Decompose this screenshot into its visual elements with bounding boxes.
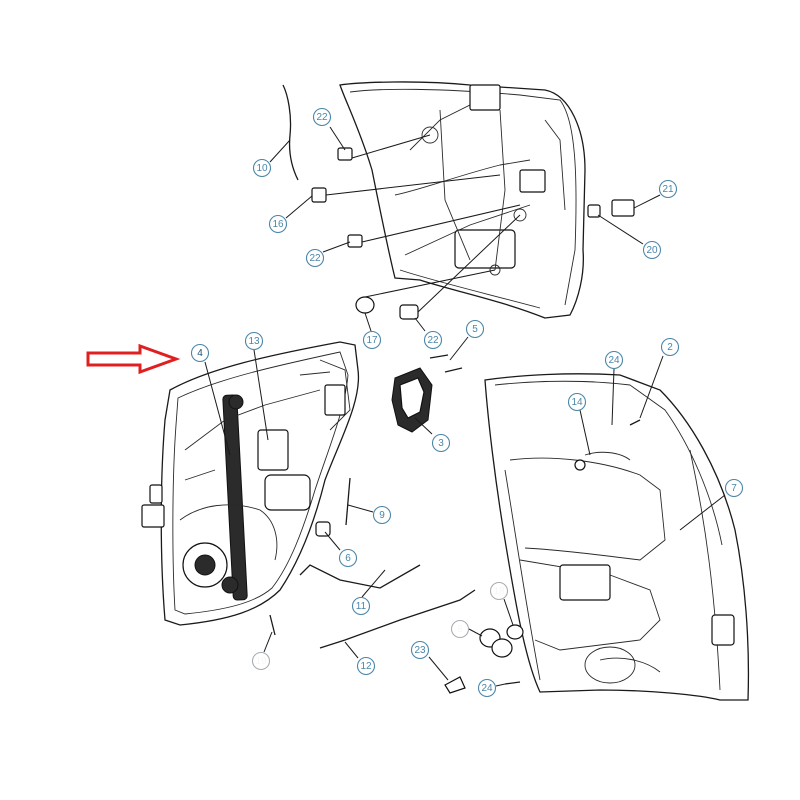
callout-c9: 9 — [372, 505, 392, 525]
callout-c20: 20 — [642, 240, 662, 260]
callout-c5: 5 — [465, 319, 485, 339]
callout-c22a: 22 — [312, 107, 332, 127]
door-latch — [391, 367, 433, 433]
callout-circle — [351, 596, 371, 616]
callout-number: 21 — [662, 184, 674, 195]
callout-number: 22 — [309, 253, 321, 264]
door-outer-shell — [484, 373, 750, 701]
callout-c10: 10 — [252, 158, 272, 178]
callout-c22c: 22 — [423, 330, 443, 350]
callout-c13: 13 — [244, 331, 264, 351]
callout-circle — [660, 337, 680, 357]
callout-circle — [642, 240, 662, 260]
callout-circle — [190, 343, 210, 363]
callout-c8: 8 — [450, 619, 470, 639]
callout-c21: 21 — [658, 179, 678, 199]
callout-c3: 3 — [431, 433, 451, 453]
door-module-panel — [141, 341, 360, 626]
callout-number: 5 — [472, 324, 478, 335]
callout-number: 7 — [731, 483, 737, 494]
callout-circle — [244, 331, 264, 351]
callout-c18: 18 — [489, 581, 509, 601]
callout-circle — [410, 640, 430, 660]
callout-circle — [268, 214, 288, 234]
callout-circle — [251, 651, 271, 671]
callout-circle — [489, 581, 509, 601]
callout-number: 12 — [360, 661, 372, 672]
callout-circle — [724, 478, 744, 498]
callout-c14: 14 — [567, 392, 587, 412]
callout-c23: 23 — [410, 640, 430, 660]
callout-c11: 11 — [351, 596, 371, 616]
callout-number: 16 — [272, 219, 284, 230]
callout-number: 19 — [255, 656, 267, 667]
callout-number: 4 — [197, 348, 203, 359]
callout-c16: 16 — [268, 214, 288, 234]
callout-number: 9 — [379, 510, 385, 521]
callout-c4: 4 — [190, 343, 210, 363]
callout-c2: 2 — [660, 337, 680, 357]
callout-c12: 12 — [356, 656, 376, 676]
callout-circle — [372, 505, 392, 525]
callout-number: 3 — [438, 438, 444, 449]
callout-c24a: 24 — [604, 350, 624, 370]
leader-lines — [204, 126, 726, 687]
callout-circle — [658, 179, 678, 199]
callout-c24b: 24 — [477, 678, 497, 698]
callout-circle — [567, 392, 587, 412]
small-hardware — [269, 84, 641, 694]
callout-c22b: 22 — [305, 248, 325, 268]
callout-number: 23 — [414, 645, 426, 656]
callout-number: 24 — [608, 355, 620, 366]
callout-number: 22 — [316, 112, 328, 123]
callout-circle — [431, 433, 451, 453]
callout-c7: 7 — [724, 478, 744, 498]
callout-c19: 19 — [251, 651, 271, 671]
callout-number: 14 — [571, 397, 583, 408]
callout-number: 24 — [481, 683, 493, 694]
callout-circle — [312, 107, 332, 127]
callout-number: 13 — [248, 336, 260, 347]
callout-number: 20 — [646, 245, 658, 256]
callout-circle — [423, 330, 443, 350]
callout-number: 6 — [345, 553, 351, 564]
callout-circle — [465, 319, 485, 339]
callout-circle — [305, 248, 325, 268]
callout-circle — [362, 330, 382, 350]
callout-circle — [604, 350, 624, 370]
callout-c6: 6 — [338, 548, 358, 568]
callout-circle — [450, 619, 470, 639]
callout-number: 10 — [256, 163, 268, 174]
callout-circle — [338, 548, 358, 568]
callout-circle — [252, 158, 272, 178]
callout-number: 18 — [493, 586, 505, 597]
callout-number: 2 — [667, 342, 673, 353]
callout-circle — [477, 678, 497, 698]
upper-door-frame — [339, 81, 586, 319]
callout-labels: 10 22 16 22 21 20 17 22 5 4 13 3 24 2 14 7 9 6 11 18 8 23 12 19… — [190, 107, 744, 698]
callout-circle — [356, 656, 376, 676]
callout-number: 22 — [427, 335, 439, 346]
callout-number: 11 — [356, 601, 367, 612]
red-arrow — [86, 343, 181, 375]
callout-number: 8 — [457, 624, 463, 635]
callout-number: 17 — [366, 335, 378, 346]
callout-c17: 17 — [362, 330, 382, 350]
